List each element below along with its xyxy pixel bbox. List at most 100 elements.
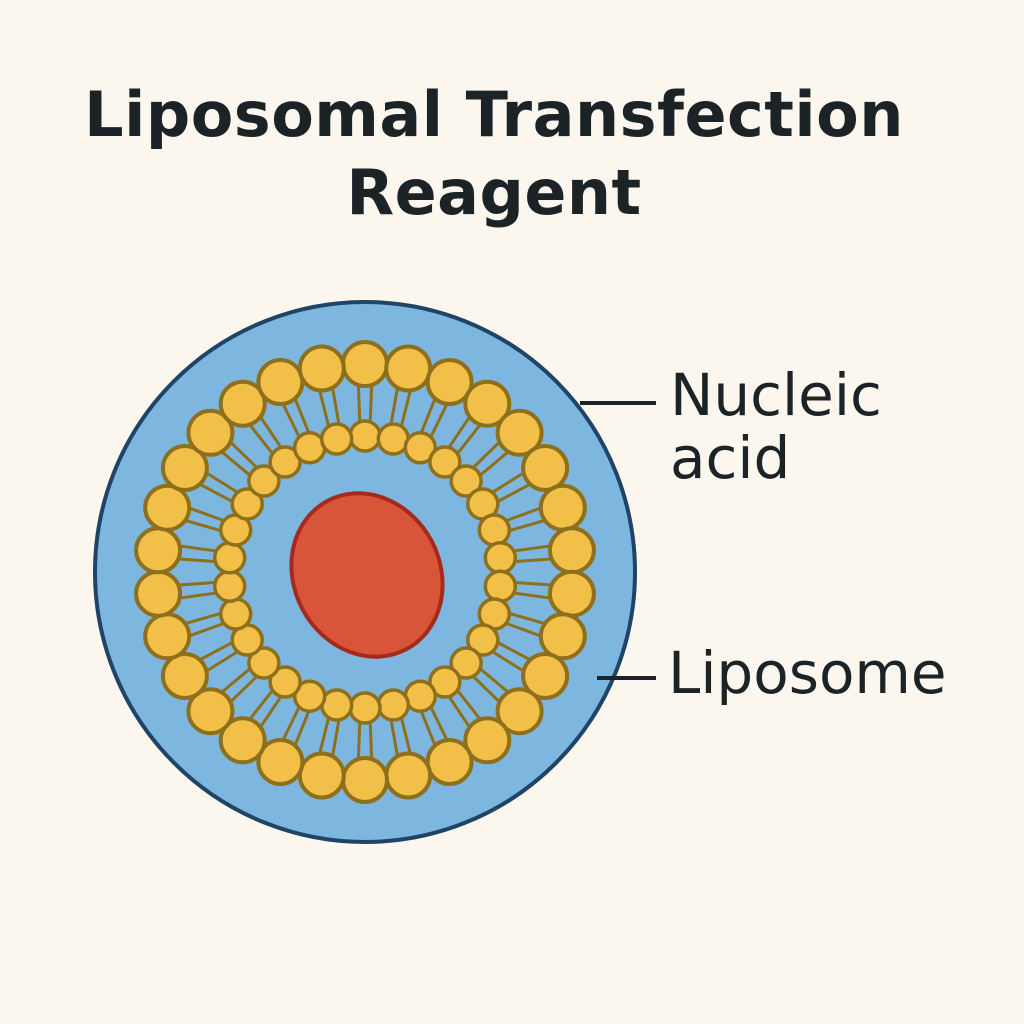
- lipid-tail: [447, 415, 472, 450]
- lipid-head-inner: [428, 445, 462, 479]
- lipid-head-outer: [256, 738, 305, 786]
- lipid-head-outer: [186, 408, 235, 457]
- lipid-tail: [512, 544, 552, 553]
- lipid-head-outer: [547, 526, 596, 575]
- nucleic-acid-shape: [289, 491, 445, 659]
- lipid-tail: [356, 720, 362, 760]
- lipid-bilayer: [134, 340, 596, 804]
- lipid-head-outer: [425, 738, 474, 786]
- lipid-tail: [330, 718, 341, 758]
- lipid-tail: [478, 666, 510, 694]
- lipid-tail: [428, 705, 449, 742]
- lipid-tail: [471, 674, 502, 704]
- nucleic-acid-label-line-2: acid: [670, 423, 791, 492]
- lipid-tail: [513, 557, 553, 564]
- lipid-tail: [490, 471, 526, 495]
- lipid-tail: [330, 386, 341, 426]
- lipid-tail: [507, 518, 547, 533]
- lipid-tail: [183, 518, 223, 533]
- lipid-tail: [281, 402, 302, 439]
- lipid-head-inner: [477, 513, 512, 547]
- lipid-head-inner: [348, 419, 382, 453]
- lipid-head-outer: [143, 483, 192, 532]
- lipid-head-inner: [483, 541, 518, 575]
- lipid-head-outer: [341, 756, 389, 804]
- lipid-tail: [495, 640, 532, 662]
- lipid-head-outer: [463, 716, 512, 765]
- lipid-tail: [183, 611, 223, 626]
- lipid-head-inner: [466, 623, 500, 657]
- lipid-tail: [455, 422, 482, 456]
- lipid-head-outer: [134, 569, 183, 618]
- lipid-tail: [419, 397, 437, 435]
- lipid-head-outer: [143, 612, 192, 661]
- lipid-head-outer: [521, 652, 570, 700]
- lipid-tail: [198, 482, 235, 504]
- lipid-head-outer: [134, 526, 183, 575]
- lipid-tail: [318, 389, 331, 428]
- lipid-head-outer: [256, 358, 305, 406]
- lipid-head-outer: [495, 687, 544, 736]
- lipid-tail: [428, 402, 449, 439]
- lipid-tail: [478, 450, 510, 478]
- lipid-tail: [318, 716, 331, 755]
- lipid-tail: [258, 415, 283, 450]
- lipid-tail: [177, 557, 217, 564]
- lipid-head-inner: [247, 464, 281, 498]
- liposome-label: Liposome: [668, 639, 947, 707]
- lipid-head-inner: [218, 597, 253, 631]
- lipid-tail: [389, 386, 400, 426]
- lipid-head-inner: [483, 569, 518, 603]
- lipid-head-outer: [538, 483, 587, 532]
- lipid-head-outer: [384, 751, 433, 800]
- lipid-tail: [187, 621, 226, 638]
- lipid-head-outer: [186, 687, 235, 736]
- lipid-head-inner: [376, 688, 411, 722]
- lipid-tail: [368, 384, 374, 424]
- lipid-head-outer: [297, 751, 346, 800]
- lipid-tail: [399, 389, 412, 428]
- lipid-head-inner: [247, 646, 281, 680]
- lipid-tail: [258, 694, 283, 729]
- lipid-head-outer: [218, 379, 267, 428]
- lipid-tail: [293, 397, 311, 435]
- lipid-head-outer: [425, 358, 474, 406]
- lipid-tail: [220, 450, 252, 478]
- lipid-tail: [495, 482, 532, 504]
- lipid-tail: [455, 688, 482, 722]
- lipid-tail: [177, 580, 217, 587]
- lipid-head-outer: [160, 444, 209, 492]
- lipid-head-outer: [463, 379, 512, 428]
- lipid-tail: [513, 580, 553, 587]
- lipid-head-inner: [428, 665, 462, 699]
- lipid-head-inner: [449, 464, 483, 498]
- lipid-tail: [356, 384, 362, 424]
- title-line-2: Reagent: [346, 156, 642, 229]
- lipid-tail: [187, 506, 226, 523]
- lipid-head-inner: [348, 691, 382, 725]
- lipid-head-outer: [218, 716, 267, 765]
- nucleic-acid-label-line-1: Nucleic: [670, 361, 882, 429]
- lipid-tail: [178, 591, 218, 600]
- lipid-tail: [507, 611, 547, 626]
- lipid-tail: [248, 422, 275, 456]
- lipid-tail: [447, 694, 472, 729]
- lipid-head-outer: [521, 444, 570, 492]
- lipid-tail: [178, 544, 218, 553]
- lipid-head-inner: [268, 445, 302, 479]
- lipid-head-inner: [449, 646, 483, 680]
- lipid-tail: [228, 440, 259, 470]
- lipid-tail: [248, 688, 275, 722]
- lipid-tail: [281, 705, 302, 742]
- lipid-tail: [228, 674, 259, 704]
- lipid-head-inner: [403, 431, 438, 465]
- lipid-tail: [368, 720, 374, 760]
- lipid-head-outer: [297, 344, 346, 393]
- lipid-head-outer: [495, 408, 544, 457]
- lipid-head-inner: [230, 487, 264, 521]
- lipid-head-inner: [319, 422, 354, 456]
- nucleic-acid-label: Nucleic acid: [670, 364, 882, 489]
- lipid-tail: [204, 649, 240, 673]
- lipid-tail: [198, 640, 235, 662]
